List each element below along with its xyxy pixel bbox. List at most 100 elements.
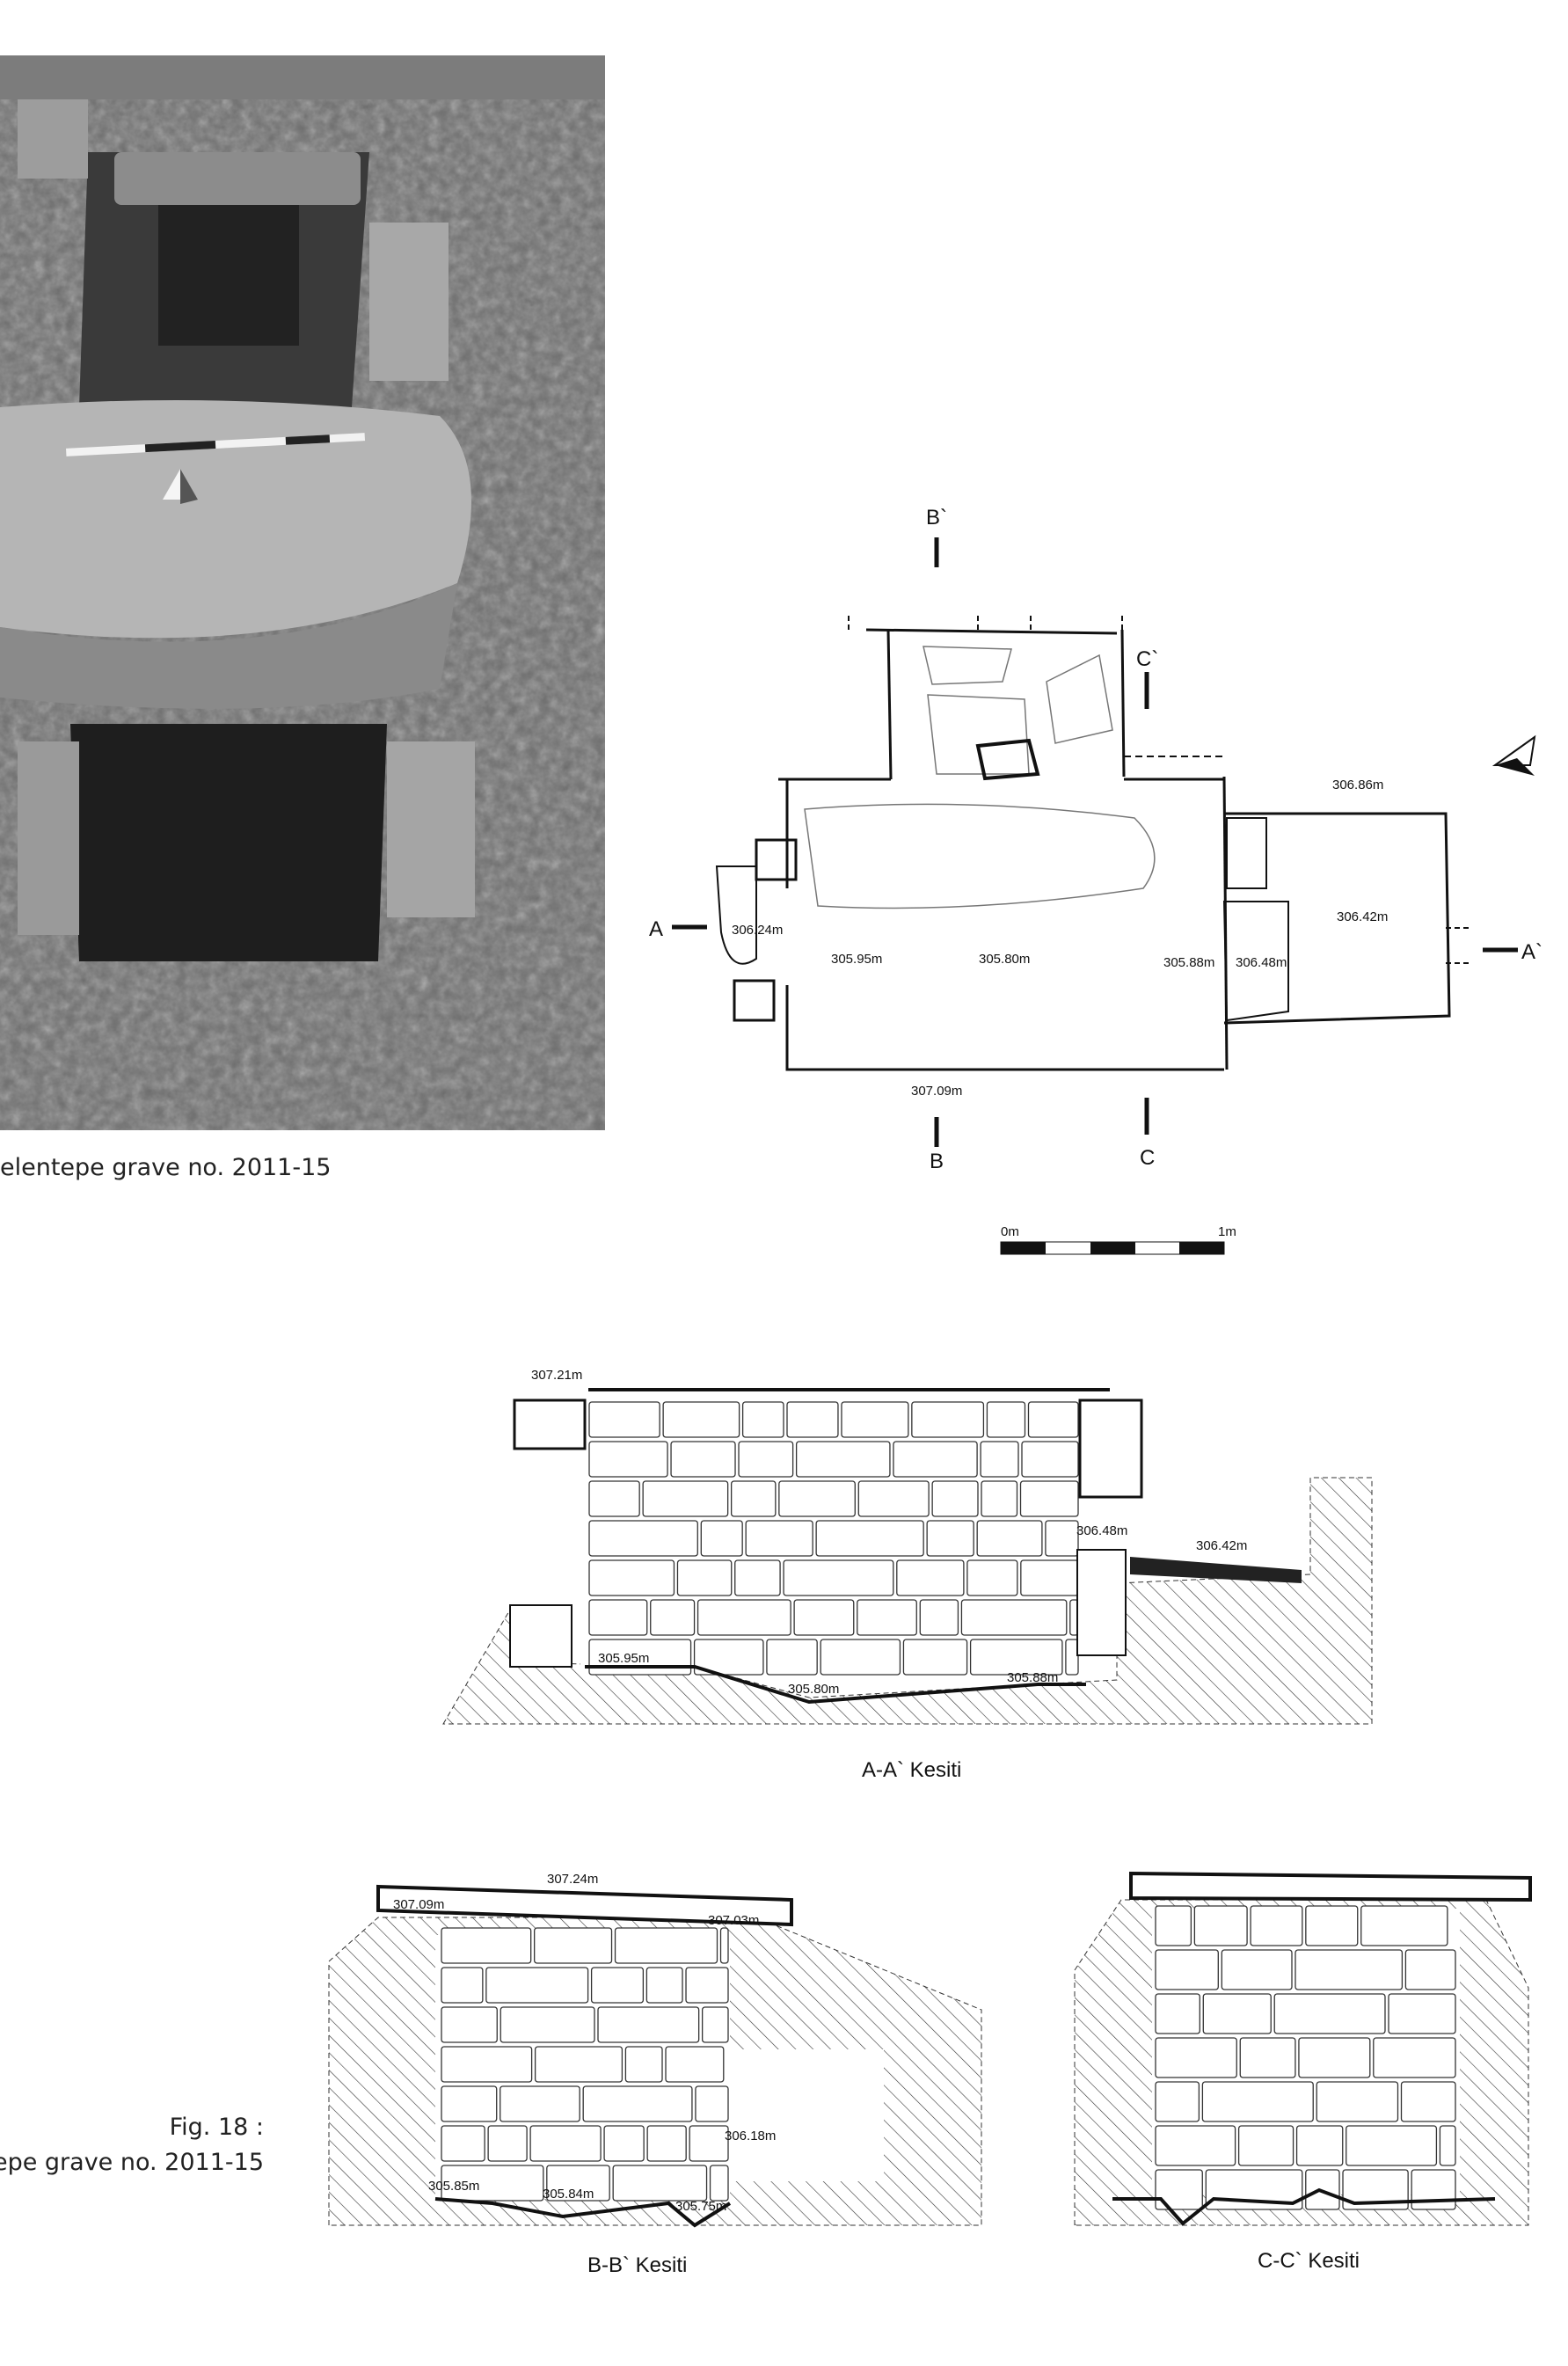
stone bbox=[665, 2046, 725, 2083]
stone bbox=[500, 2085, 580, 2122]
stone bbox=[1373, 2037, 1456, 2078]
stone bbox=[969, 1639, 1063, 1676]
stone bbox=[1273, 1993, 1386, 2034]
stone bbox=[1237, 2125, 1295, 2166]
stone bbox=[1155, 1949, 1219, 1990]
stone bbox=[701, 2006, 729, 2043]
stone bbox=[931, 1480, 979, 1517]
stone bbox=[1021, 1441, 1079, 1478]
elevation-label: 305.88m bbox=[1007, 1670, 1058, 1685]
stone bbox=[980, 1441, 1019, 1478]
stone bbox=[1295, 2125, 1344, 2166]
stone bbox=[709, 2165, 729, 2202]
elevation-label: 305.88m bbox=[1163, 955, 1214, 970]
stone bbox=[676, 1559, 733, 1596]
stone bbox=[441, 2165, 544, 2202]
stone bbox=[650, 1599, 696, 1636]
stone bbox=[485, 1967, 589, 2004]
stone bbox=[588, 1441, 668, 1478]
stone bbox=[1155, 2169, 1203, 2210]
stone bbox=[1155, 1905, 1192, 1946]
elevation-label: 306.42m bbox=[1337, 909, 1388, 924]
stone bbox=[893, 1441, 978, 1478]
stone bbox=[534, 1927, 613, 1964]
stone bbox=[1342, 2169, 1409, 2210]
stone bbox=[645, 1967, 683, 2004]
stone bbox=[670, 1441, 736, 1478]
photo-caption: elentepe grave no. 2011-15 bbox=[0, 1154, 332, 1181]
stone bbox=[534, 2046, 624, 2083]
stone bbox=[926, 1520, 974, 1557]
stone bbox=[529, 2125, 602, 2162]
stone bbox=[693, 1639, 764, 1676]
stone bbox=[1027, 1401, 1079, 1438]
stone bbox=[700, 1520, 743, 1557]
stone bbox=[588, 1401, 660, 1438]
scale-bar: 0m 1m bbox=[1000, 1224, 1236, 1255]
stone bbox=[588, 1559, 675, 1596]
section-label-b: B bbox=[930, 1150, 944, 1173]
stone bbox=[1305, 1905, 1359, 1946]
stone bbox=[1316, 2081, 1399, 2122]
stone bbox=[588, 1520, 698, 1557]
stone bbox=[689, 2125, 729, 2162]
elevation-label: 307.03m bbox=[708, 1913, 759, 1928]
stone bbox=[738, 1441, 794, 1478]
stone bbox=[590, 1967, 645, 2004]
stone bbox=[719, 1927, 729, 1964]
stone bbox=[1360, 1905, 1448, 1946]
stone bbox=[597, 2006, 700, 2043]
stone bbox=[646, 2125, 687, 2162]
stone bbox=[441, 2085, 498, 2122]
stone bbox=[441, 1967, 484, 2004]
elevation-label: 305.95m bbox=[598, 1651, 649, 1666]
stone bbox=[603, 2125, 645, 2162]
stone bbox=[1201, 2081, 1314, 2122]
elevation-label: 305.95m bbox=[831, 952, 882, 967]
grave-photograph bbox=[0, 55, 605, 1130]
stone bbox=[1239, 2037, 1296, 2078]
stone bbox=[730, 1480, 777, 1517]
stone bbox=[662, 1401, 740, 1438]
stone bbox=[902, 1639, 968, 1676]
figure-number: Fig. 18 : bbox=[169, 2114, 264, 2141]
stone bbox=[734, 1559, 781, 1596]
stone bbox=[766, 1639, 818, 1676]
grave-plan bbox=[672, 537, 1518, 1147]
stone bbox=[1193, 1905, 1248, 1946]
elevation-label: 306.24m bbox=[732, 923, 783, 938]
elevation-label: 306.48m bbox=[1076, 1523, 1127, 1538]
stone bbox=[588, 1599, 648, 1636]
stone bbox=[1250, 1905, 1303, 1946]
stone bbox=[741, 1401, 784, 1438]
stone bbox=[614, 1927, 718, 1964]
stone bbox=[966, 1559, 1018, 1596]
stone bbox=[487, 2125, 528, 2162]
stone bbox=[500, 2006, 595, 2043]
stone bbox=[841, 1401, 909, 1438]
section-label-c: C bbox=[1140, 1146, 1155, 1170]
stone bbox=[857, 1480, 930, 1517]
section-cc-title: C-C` Kesiti bbox=[1258, 2249, 1360, 2273]
stone bbox=[1400, 2081, 1456, 2122]
stone bbox=[1019, 1480, 1079, 1517]
stone bbox=[778, 1480, 856, 1517]
section-cc-drawing: C-C` Kesiti bbox=[1074, 1871, 1532, 2273]
stone bbox=[919, 1599, 959, 1636]
stone bbox=[441, 2046, 533, 2083]
section-bb-title: B-B` Kesiti bbox=[587, 2253, 687, 2277]
plan-labels: B` C` A A` B C 306.86m 306.24m 305.95m 3… bbox=[649, 506, 1542, 1255]
stone bbox=[1155, 2037, 1237, 2078]
section-bb-drawing: 307.24m 307.09m 307.03m 306.18m 305.85m … bbox=[328, 1872, 982, 2277]
stone bbox=[745, 1520, 813, 1557]
stone bbox=[441, 1927, 532, 1964]
stone bbox=[1439, 2125, 1456, 2166]
stone bbox=[1404, 1949, 1456, 1990]
stone bbox=[695, 2085, 729, 2122]
stone bbox=[1155, 2125, 1236, 2166]
stone bbox=[981, 1480, 1018, 1517]
section-label-b-prime: B` bbox=[926, 506, 947, 529]
stone bbox=[911, 1401, 985, 1438]
